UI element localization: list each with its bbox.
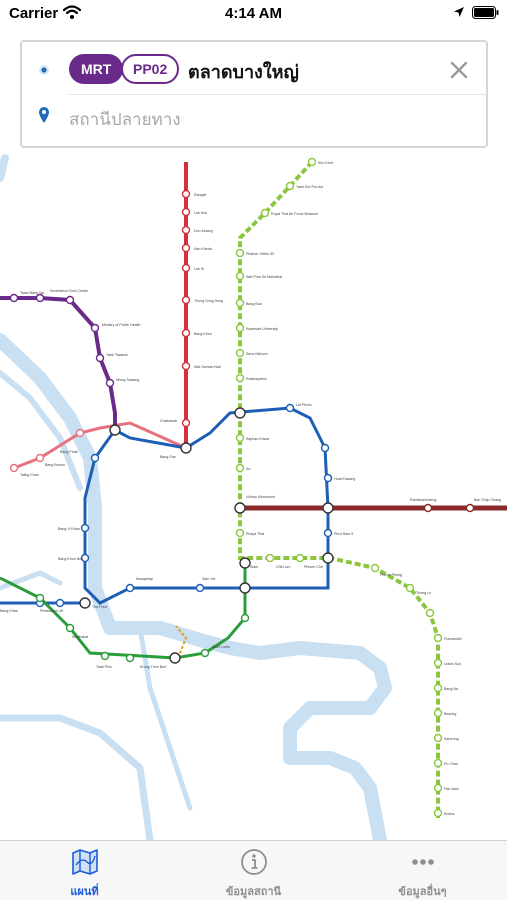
svg-text:Chatuchak: Chatuchak: [160, 419, 177, 423]
svg-text:Bearing: Bearing: [444, 712, 456, 716]
svg-text:Sam Yot: Sam Yot: [202, 577, 215, 581]
tab-map[interactable]: แผนที่: [0, 841, 169, 900]
clear-icon[interactable]: [448, 59, 470, 81]
svg-text:Thong Lo: Thong Lo: [416, 591, 431, 595]
svg-text:Ramkhamhaeng: Ramkhamhaeng: [410, 498, 436, 502]
tab-station-info-label: ข้อมูลสถานี: [225, 886, 282, 898]
svg-text:Pak Nam: Pak Nam: [444, 787, 459, 791]
origin-dot-icon: [39, 65, 49, 75]
svg-text:Ministry of Public Health: Ministry of Public Health: [102, 323, 141, 327]
svg-text:Phetkasem 48: Phetkasem 48: [40, 609, 63, 613]
line-dark-green: [0, 563, 247, 660]
tab-station-info[interactable]: ข้อมูลสถานี: [169, 841, 338, 900]
svg-text:Krung Thon Buri: Krung Thon Buri: [140, 665, 166, 669]
transit-map-canvas[interactable]: Rangsit Lak Hok Don Muang Kan Kheha Lak …: [0, 28, 507, 840]
svg-text:Lak Hok: Lak Hok: [194, 211, 207, 215]
line-light-green: [238, 160, 440, 818]
svg-text:Bang Na: Bang Na: [444, 687, 458, 691]
svg-text:Kheha: Kheha: [444, 812, 454, 816]
wifi-icon: [63, 5, 81, 19]
svg-text:Victory Monument: Victory Monument: [246, 495, 275, 499]
svg-text:Lak Si: Lak Si: [194, 267, 204, 271]
svg-text:Phrom Phong: Phrom Phong: [380, 573, 402, 577]
location-arrow-icon: [454, 7, 464, 17]
svg-text:Lat Phrao: Lat Phrao: [296, 403, 312, 407]
svg-text:Wat Phra Sri Mahathat: Wat Phra Sri Mahathat: [246, 275, 282, 279]
more-icon: [412, 859, 434, 865]
svg-text:Kan Kheha: Kan Kheha: [194, 247, 212, 251]
svg-text:Tha Phra: Tha Phra: [92, 605, 107, 609]
station-markers[interactable]: [9, 157, 475, 818]
search-divider: [69, 94, 488, 95]
svg-text:Kasetsart University: Kasetsart University: [246, 327, 278, 331]
origin-line-badge: MRT: [69, 54, 124, 84]
transit-map[interactable]: Rangsit Lak Hok Don Muang Kan Kheha Lak …: [0, 28, 507, 840]
svg-text:Bang Khen: Bang Khen: [194, 332, 212, 336]
svg-text:Khu Khot: Khu Khot: [318, 161, 333, 165]
svg-text:Phloen Chit: Phloen Chit: [304, 565, 323, 569]
battery-icon: [472, 6, 499, 19]
svg-text:Bang Khae: Bang Khae: [0, 609, 18, 613]
svg-text:Bang Yi Khan: Bang Yi Khan: [58, 527, 80, 531]
line-purple: [0, 296, 117, 430]
map-icon: [72, 849, 98, 875]
route-search-card: MRT PP02 ตลาดบางใหญ่: [20, 40, 488, 148]
station-labels: Rangsit Lak Hok Don Muang Kan Kheha Lak …: [0, 161, 501, 816]
carrier-label: Carrier: [9, 5, 59, 22]
svg-text:Pu Chao: Pu Chao: [444, 762, 458, 766]
info-icon: [241, 849, 267, 875]
origin-station-name[interactable]: ตลาดบางใหญ่: [188, 62, 299, 82]
destination-input[interactable]: [69, 106, 429, 134]
svg-text:Wong Sawang: Wong Sawang: [116, 378, 139, 382]
svg-text:Phra Ram 9: Phra Ram 9: [334, 532, 353, 536]
line-blue: [83, 406, 330, 605]
svg-text:Huai Khwang: Huai Khwang: [334, 477, 355, 481]
svg-text:Saphan Khwai: Saphan Khwai: [246, 437, 269, 441]
status-time: 4:14 AM: [225, 5, 282, 22]
svg-text:Thung Song Hong: Thung Song Hong: [194, 299, 223, 303]
svg-text:Chit Lom: Chit Lom: [276, 565, 290, 569]
svg-text:Udom Suk: Udom Suk: [444, 662, 461, 666]
svg-text:Talat Phlu: Talat Phlu: [96, 665, 112, 669]
svg-text:Don Muang: Don Muang: [194, 229, 213, 233]
svg-text:Ban Thap Chang: Ban Thap Chang: [474, 498, 501, 502]
svg-text:Rangsit: Rangsit: [194, 193, 206, 197]
origin-station-code: PP02: [121, 54, 180, 84]
svg-text:Wat Samian Nari: Wat Samian Nari: [194, 365, 221, 369]
svg-text:Yaek Kor Por Aor: Yaek Kor Por Aor: [296, 185, 324, 189]
svg-text:Punnawithi: Punnawithi: [444, 637, 462, 641]
svg-text:Itsaraphap: Itsaraphap: [136, 577, 153, 581]
line-gold: [175, 625, 188, 659]
svg-text:Wutthakat: Wutthakat: [72, 635, 88, 639]
tab-bar: แผนที่ ข้อมูลสถานี ข้อมูลอื่นๆ: [0, 840, 507, 900]
svg-text:Taling Chan: Taling Chan: [20, 473, 39, 477]
svg-text:Royal Thai Air Force Museum: Royal Thai Air Force Museum: [271, 212, 318, 216]
svg-text:Bang Bamru: Bang Bamru: [45, 463, 65, 467]
svg-text:Siam: Siam: [250, 565, 258, 569]
svg-text:Bang Sue: Bang Sue: [160, 455, 176, 459]
destination-pin-icon: [39, 107, 49, 123]
svg-text:Nonthaburi Civic Center: Nonthaburi Civic Center: [50, 289, 89, 293]
svg-text:Bang Bua: Bang Bua: [246, 302, 262, 306]
svg-text:Yaek Tiwanon: Yaek Tiwanon: [106, 353, 128, 357]
svg-text:Bang Khun Non: Bang Khun Non: [58, 557, 83, 561]
tab-other-info[interactable]: ข้อมูลอื่นๆ: [338, 841, 507, 900]
svg-text:Saint Louis: Saint Louis: [212, 645, 230, 649]
svg-text:Talad Bang Yai: Talad Bang Yai: [20, 291, 44, 295]
svg-text:Bang Phlat: Bang Phlat: [60, 450, 78, 454]
svg-text:Ratchayothin: Ratchayothin: [246, 377, 267, 381]
status-bar: Carrier 4:14 AM: [0, 0, 507, 28]
svg-text:Phaya Thai: Phaya Thai: [246, 532, 264, 536]
river-layer: [0, 154, 392, 840]
svg-text:Samrong: Samrong: [444, 737, 459, 741]
svg-text:Ari: Ari: [246, 467, 251, 471]
line-pink: [13, 421, 187, 470]
tab-map-label: แผนที่: [70, 886, 99, 898]
svg-text:Sena Nikhom: Sena Nikhom: [246, 352, 268, 356]
tab-other-info-label: ข้อมูลอื่นๆ: [398, 886, 447, 898]
svg-text:Phahon Yothin 59: Phahon Yothin 59: [246, 252, 274, 256]
